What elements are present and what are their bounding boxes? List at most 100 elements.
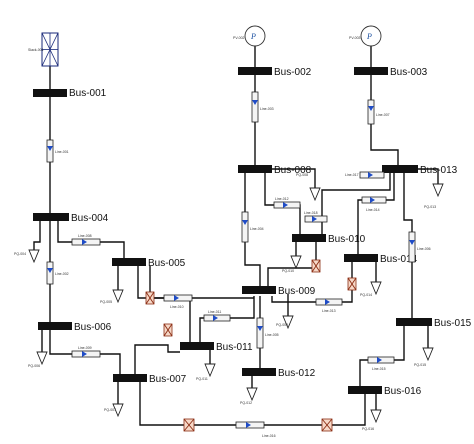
generator-003[interactable]: P PV-003 <box>349 25 382 47</box>
line-element[interactable]: Line-018 <box>304 211 328 223</box>
line-element[interactable]: Line-003 <box>251 91 274 123</box>
bus-bar-003[interactable] <box>354 67 388 75</box>
transformer[interactable] <box>347 277 357 291</box>
transformer[interactable] <box>321 418 333 432</box>
line-arrow-icon <box>368 106 374 111</box>
transformer[interactable] <box>145 291 155 305</box>
load-label: PQ-016 <box>362 427 374 431</box>
load-pq-015[interactable]: PQ-015 <box>414 326 434 367</box>
load-pq-016[interactable]: PQ-016 <box>362 394 382 431</box>
generator-icon <box>360 25 382 47</box>
x-mark <box>347 277 357 291</box>
line-box <box>367 99 375 125</box>
bus-bar-008[interactable] <box>238 165 272 173</box>
bus-label-006: Bus-006 <box>74 322 112 333</box>
line-arrow-icon <box>325 299 330 305</box>
slack-source[interactable]: Slack-001 <box>28 32 59 67</box>
bus-bar-002[interactable] <box>238 67 272 75</box>
line-label: Line-018 <box>304 211 318 215</box>
generator-002-label: PV-002 <box>233 36 245 40</box>
line-label: Line-015 <box>372 367 386 371</box>
line-arrow-icon <box>312 216 317 222</box>
transformer[interactable] <box>163 323 173 337</box>
load-arrow-icon <box>309 187 321 202</box>
bus-bar-012[interactable] <box>242 368 276 376</box>
load-arrow-icon <box>204 363 216 378</box>
load-pq-007[interactable]: PQ-007 <box>104 382 124 418</box>
bus-bar-001[interactable] <box>33 89 67 97</box>
line-element[interactable]: Line-011 <box>203 310 231 322</box>
line-label: Line-003 <box>260 107 274 111</box>
x-mark <box>311 259 321 273</box>
bus-label-013: Bus-013 <box>420 165 458 176</box>
line-element[interactable]: Line-009 <box>71 346 101 358</box>
bus-bar-015[interactable] <box>396 318 432 326</box>
line-label: Line-007 <box>376 113 390 117</box>
bus-bar-014[interactable] <box>344 254 378 262</box>
line-box <box>256 317 264 349</box>
bus-bar-004[interactable] <box>33 213 69 221</box>
line-arrow-icon <box>242 220 248 225</box>
bus-label-002: Bus-002 <box>274 67 312 78</box>
line-arrow-icon <box>47 146 53 151</box>
bus-bar-006[interactable] <box>38 322 72 330</box>
bus-bar-010[interactable] <box>292 234 326 242</box>
line-element[interactable]: Line-005 <box>256 317 279 349</box>
line-arrow-icon <box>257 326 263 331</box>
generator-icon <box>244 25 266 47</box>
transformer[interactable] <box>311 259 321 273</box>
line-element[interactable]: Line-014 <box>361 196 387 212</box>
bus-bar-005[interactable] <box>112 258 146 266</box>
load-label: PQ-007 <box>104 408 116 412</box>
line-element[interactable]: Line-001 <box>46 139 69 163</box>
transformer[interactable] <box>183 418 195 432</box>
line-arrow-icon <box>370 197 375 203</box>
line-element[interactable]: Line-016 <box>235 421 276 438</box>
line-element[interactable]: Line-008 <box>71 234 101 246</box>
line-element[interactable]: Line-012 <box>273 197 301 209</box>
load-pq-005[interactable]: PQ-005 <box>100 266 124 304</box>
line-label: Line-011 <box>208 310 221 314</box>
bus-bar-013[interactable] <box>382 165 418 173</box>
line-element[interactable]: Line-002 <box>46 261 69 285</box>
line-arrow-icon <box>82 239 87 245</box>
line-element[interactable]: Line-015 <box>367 356 395 371</box>
line-label: Line-004 <box>250 227 264 231</box>
load-arrow-icon <box>370 409 382 424</box>
line-elements: Line-001 Line-002 Line-003 Line-004 Line… <box>46 91 431 438</box>
line-element[interactable]: Line-017 <box>345 171 385 179</box>
line-element[interactable]: Line-004 <box>241 211 264 243</box>
bus-label-001: Bus-001 <box>69 88 107 99</box>
load-pq-010[interactable]: PQ-010 <box>282 242 302 273</box>
load-pq-012[interactable]: PQ-012 <box>240 376 258 405</box>
bus-bar-007[interactable] <box>113 374 147 382</box>
load-pq-008[interactable]: PQ-008 <box>296 173 321 202</box>
line-element[interactable]: Line-013 <box>315 298 343 313</box>
load-arrow-icon <box>112 403 124 418</box>
line-box <box>251 91 259 123</box>
line-element[interactable]: Line-006 <box>408 231 431 263</box>
bus-bar-009[interactable] <box>242 286 276 294</box>
bus-bar-016[interactable] <box>348 386 382 394</box>
bus-bar-011[interactable] <box>180 342 214 350</box>
line-arrow-icon <box>174 295 179 301</box>
line-arrow-icon <box>252 100 258 105</box>
line-arrow-icon <box>283 202 288 208</box>
wire <box>321 173 391 234</box>
wire <box>370 75 399 165</box>
line-element[interactable]: Line-007 <box>367 99 390 125</box>
generator-002[interactable]: P PV-002 <box>233 25 266 47</box>
line-element[interactable]: Line-010 <box>163 294 193 309</box>
load-pq-004[interactable]: PQ-004 <box>14 221 41 264</box>
line-box <box>408 231 416 263</box>
x-mark <box>183 418 195 432</box>
load-pq-013[interactable]: PQ-013 <box>424 183 444 209</box>
load-pq-009[interactable]: PQ-009 <box>276 294 294 330</box>
line-box <box>241 211 249 243</box>
load-pq-006[interactable]: PQ-006 <box>28 330 48 368</box>
generator-003-label: PV-003 <box>349 36 361 40</box>
line-label: Line-013 <box>322 309 336 313</box>
load-pq-014[interactable]: PQ-014 <box>360 262 382 297</box>
line-arrow-icon <box>213 315 218 321</box>
load-pq-011[interactable]: PQ-011 <box>196 350 216 381</box>
